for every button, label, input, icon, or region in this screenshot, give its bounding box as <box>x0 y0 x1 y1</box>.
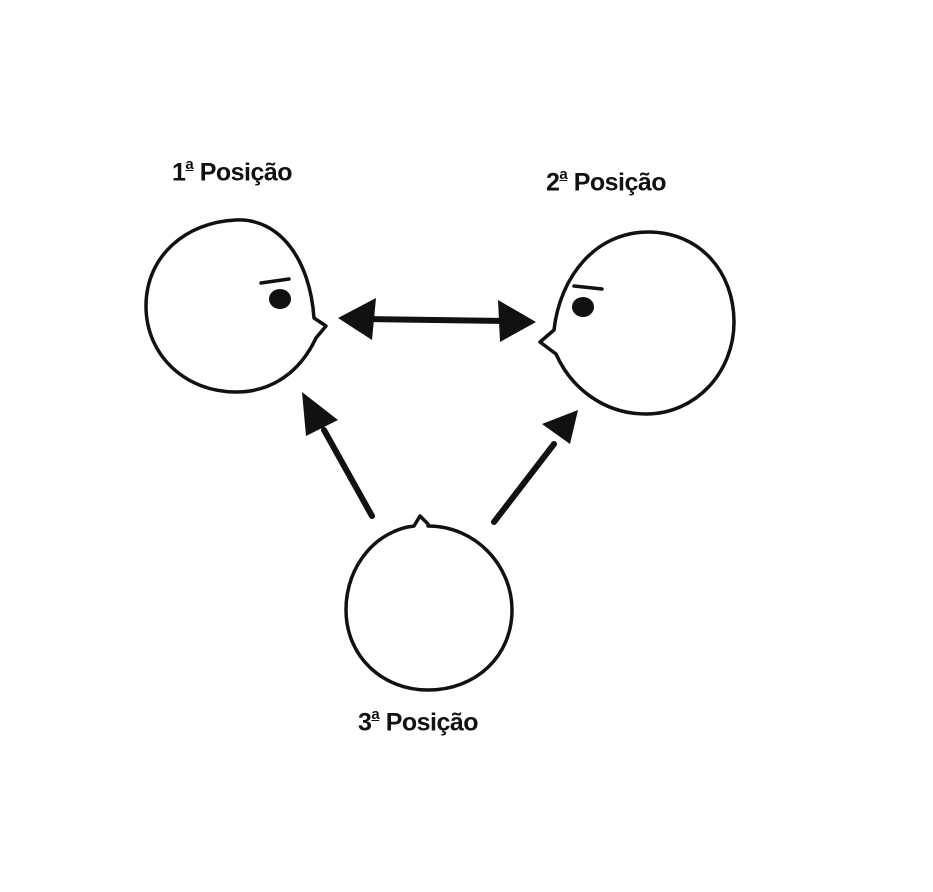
third-position-label: 3a Posição <box>358 706 479 737</box>
first-position-ordinal: a <box>185 156 194 173</box>
third-position-ordinal: a <box>371 706 380 723</box>
double-arrow-shaft <box>363 316 509 324</box>
third-head-outline <box>344 514 514 692</box>
double-arrow-right-head <box>498 300 536 342</box>
arrow-third-second-shaft <box>491 441 557 525</box>
arrow-third-to-first <box>302 392 375 519</box>
second-position-label: 2a Posição <box>546 166 667 197</box>
second-position-head <box>538 230 736 416</box>
second-position-number: 2 <box>546 168 560 197</box>
third-position-number: 3 <box>358 708 372 737</box>
double-arrow-first-second <box>338 298 536 342</box>
first-position-label: 1a Posição <box>172 156 293 187</box>
arrow-third-first-shaft <box>321 427 375 519</box>
second-position-ordinal: a <box>559 166 568 183</box>
arrow-third-second-head <box>542 410 578 444</box>
first-head-outline <box>144 218 328 394</box>
arrow-third-first-head <box>302 392 338 436</box>
second-position-word: Posição <box>573 168 667 197</box>
third-position-head <box>344 514 514 692</box>
second-eye <box>572 297 594 317</box>
second-eyebrow <box>572 284 604 291</box>
first-position-number: 1 <box>172 158 186 187</box>
first-position-head <box>144 218 328 394</box>
first-position-word: Posição <box>199 158 293 187</box>
double-arrow-left-head <box>338 298 376 340</box>
arrow-third-to-second <box>491 410 578 525</box>
third-position-word: Posição <box>385 708 479 737</box>
first-eye <box>269 289 291 309</box>
first-eyebrow <box>259 277 291 285</box>
second-head-outline <box>538 230 736 416</box>
